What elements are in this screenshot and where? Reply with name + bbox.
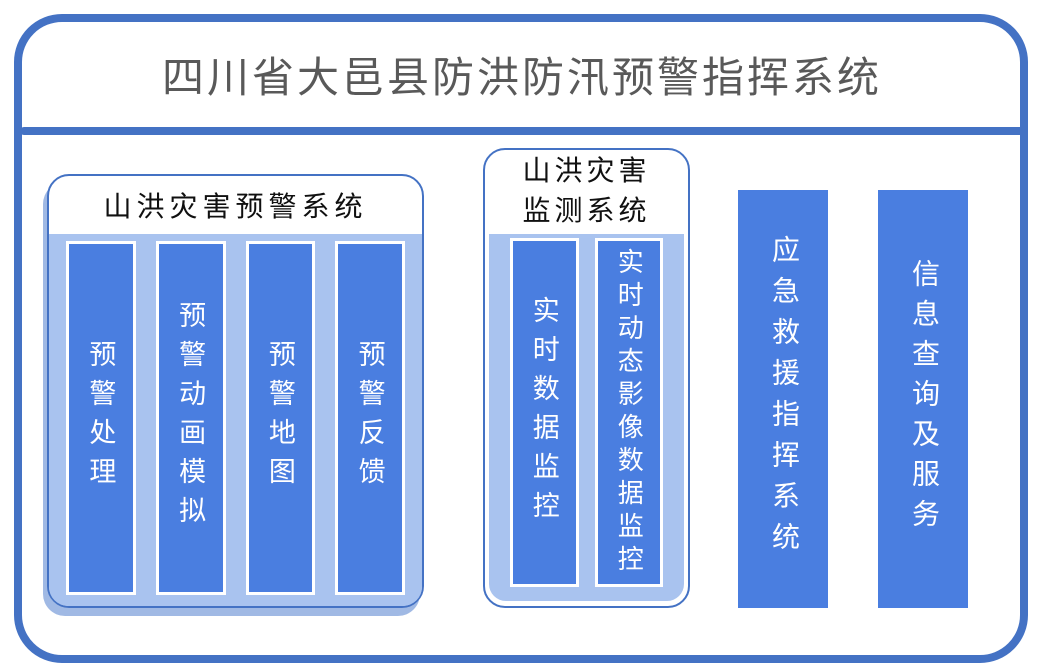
bar-realtime-data-monitoring: 实时数据监控 xyxy=(510,238,579,587)
bar-realtime-data-monitoring-label: 实时数据监控 xyxy=(528,295,559,530)
bar-warning-feedback: 预警反馈 xyxy=(335,241,405,595)
page-title: 四川省大邑县防洪防汛预警指挥系统 xyxy=(161,54,882,101)
group-flood-monitoring-title-line1: 山洪灾害 xyxy=(522,156,651,187)
bar-warning-processing: 预警处理 xyxy=(66,241,136,595)
group-flood-monitoring-system: 山洪灾害 监测系统 实时数据监控 实时动态影像数据监控 xyxy=(483,148,690,608)
group-flood-monitoring-body: 实时数据监控 实时动态影像数据监控 xyxy=(489,234,684,601)
bar-realtime-dynamic-video-data-monitoring: 实时动态影像数据监控 xyxy=(594,238,663,587)
group-flood-warning-title: 山洪灾害预警系统 xyxy=(103,192,368,223)
bar-warning-animation-simulation-label: 预警动画模拟 xyxy=(175,301,206,535)
bar-warning-map: 预警地图 xyxy=(245,241,316,595)
bar-information-query-and-service-label: 信息查询及服务 xyxy=(908,259,939,539)
diagram-outer-frame xyxy=(14,14,1028,663)
group-flood-warning-system: 山洪灾害预警系统 预警处理 预警动画模拟 预警地图 预警反馈 xyxy=(47,174,424,608)
group-flood-monitoring-title-line2: 监测系统 xyxy=(522,196,651,227)
bar-warning-feedback-label: 预警反馈 xyxy=(354,340,385,496)
group-flood-monitoring-title: 山洪灾害 监测系统 xyxy=(485,150,688,234)
bar-emergency-rescue-command-system-label: 应急救援指挥系统 xyxy=(768,235,799,563)
title-separator-line xyxy=(20,127,1028,135)
bar-emergency-rescue-command-system: 应急救援指挥系统 xyxy=(738,190,828,608)
bar-warning-animation-simulation: 预警动画模拟 xyxy=(155,241,226,595)
bar-realtime-dynamic-video-data-monitoring-label: 实时动态影像数据监控 xyxy=(614,247,644,578)
bar-warning-processing-label: 预警处理 xyxy=(85,340,116,496)
bar-warning-map-label: 预警地图 xyxy=(264,340,295,496)
bar-information-query-and-service: 信息查询及服务 xyxy=(878,190,968,608)
group-flood-warning-body: 预警处理 预警动画模拟 预警地图 预警反馈 xyxy=(49,234,422,606)
